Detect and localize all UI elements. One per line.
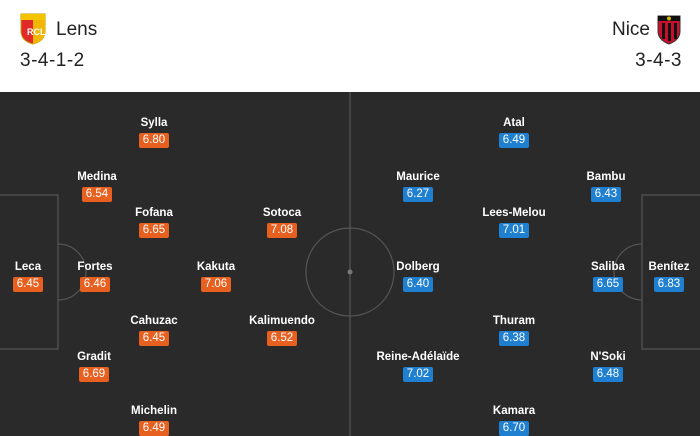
player-home-am[interactable]: Kakuta 7.06 (151, 260, 281, 292)
ogc-nice-crest-icon (657, 15, 681, 45)
player-home-mid-2[interactable]: Fofana 6.65 (89, 206, 219, 238)
player-home-def-1[interactable]: Medina 6.54 (32, 170, 162, 202)
player-away-mid-2[interactable]: Lees-Melou 7.01 (449, 206, 579, 238)
away-team-name: Nice (611, 19, 650, 40)
player-away-def-2[interactable]: Saliba 6.65 (543, 260, 673, 292)
player-rating: 6.40 (402, 277, 434, 292)
player-rating: 7.02 (402, 367, 434, 382)
player-rating: 7.06 (200, 277, 232, 292)
player-name: Gradit (77, 351, 111, 363)
center-spot (347, 269, 353, 275)
player-away-def-1[interactable]: Bambu 6.43 (541, 170, 671, 202)
home-team-formation: 3-4-1-2 (20, 50, 85, 71)
player-away-mid-4[interactable]: Kamara 6.70 (449, 404, 579, 436)
player-rating: 6.49 (138, 421, 170, 436)
player-home-def-2[interactable]: Fortes 6.46 (30, 260, 160, 292)
player-name: Kakuta (196, 261, 236, 273)
player-rating: 6.80 (138, 133, 170, 148)
away-penalty-arc (613, 243, 643, 301)
player-rating: 6.46 (79, 277, 111, 292)
player-name: Fortes (77, 261, 113, 273)
player-name: Leca (14, 261, 42, 273)
player-rating: 7.08 (266, 223, 298, 238)
player-away-fw-1[interactable]: Maurice 6.27 (353, 170, 483, 202)
player-away-gk[interactable]: Benítez 6.83 (604, 260, 700, 292)
player-name: Lees-Melou (482, 207, 546, 219)
player-name: Atal (503, 117, 525, 129)
player-home-gk[interactable]: Leca 6.45 (0, 260, 93, 292)
player-rating: 7.01 (498, 223, 530, 238)
player-name: Medina (77, 171, 117, 183)
player-name: Thuram (492, 315, 536, 327)
player-home-mid-3[interactable]: Cahuzac 6.45 (89, 314, 219, 346)
player-rating: 6.65 (592, 277, 624, 292)
player-name: Reine-Adélaïde (376, 351, 460, 363)
center-circle (305, 227, 395, 317)
player-away-mid-1[interactable]: Atal 6.49 (449, 116, 579, 148)
player-name: Bambu (586, 171, 626, 183)
crest-letters: RCL (27, 27, 46, 37)
player-name: Benítez (648, 261, 690, 273)
pitch: Leca 6.45 Medina 6.54 Fortes 6.46 Gradit… (0, 92, 700, 436)
player-away-fw-3[interactable]: Reine-Adélaïde 7.02 (353, 350, 483, 382)
player-name: Kalimuendo (249, 315, 315, 327)
player-rating: 6.52 (266, 331, 298, 346)
home-penalty-arc (57, 243, 87, 301)
player-name: Sylla (140, 117, 168, 129)
player-rating: 6.43 (590, 187, 622, 202)
match-header: RCL Lens 3-4-1-2 Nice 3-4-3 (0, 0, 700, 92)
player-rating: 6.69 (78, 367, 110, 382)
player-name: Saliba (591, 261, 625, 273)
home-team-name: Lens (56, 19, 98, 40)
player-name: Fofana (135, 207, 173, 219)
player-rating: 6.45 (138, 331, 170, 346)
player-name: N'Soki (590, 351, 626, 363)
pitch-markings (0, 92, 700, 436)
away-team-formation: 3-4-3 (635, 50, 682, 71)
player-name: Michelin (130, 405, 177, 417)
player-away-fw-2[interactable]: Dolberg 6.40 (353, 260, 483, 292)
player-rating: 6.48 (592, 367, 624, 382)
player-name: Kamara (492, 405, 536, 417)
player-away-mid-3[interactable]: Thuram 6.38 (449, 314, 579, 346)
player-away-def-3[interactable]: N'Soki 6.48 (543, 350, 673, 382)
player-name: Sotoca (262, 207, 302, 219)
player-home-fw-1[interactable]: Sotoca 7.08 (217, 206, 347, 238)
rc-lens-crest-icon: RCL (20, 13, 46, 45)
player-rating: 6.65 (138, 223, 170, 238)
player-home-fw-2[interactable]: Kalimuendo 6.52 (217, 314, 347, 346)
player-rating: 6.83 (653, 277, 685, 292)
player-rating: 6.70 (498, 421, 530, 436)
player-rating: 6.38 (498, 331, 530, 346)
player-rating: 6.45 (12, 277, 44, 292)
player-home-mid-1[interactable]: Sylla 6.80 (89, 116, 219, 148)
player-name: Maurice (396, 171, 440, 183)
player-home-def-3[interactable]: Gradit 6.69 (29, 350, 159, 382)
home-penalty-box (0, 194, 59, 350)
away-penalty-box (641, 194, 700, 350)
player-name: Dolberg (396, 261, 440, 273)
player-rating: 6.27 (402, 187, 434, 202)
player-home-mid-4[interactable]: Michelin 6.49 (89, 404, 219, 436)
player-name: Cahuzac (130, 315, 178, 327)
player-rating: 6.54 (81, 187, 113, 202)
player-rating: 6.49 (498, 133, 530, 148)
